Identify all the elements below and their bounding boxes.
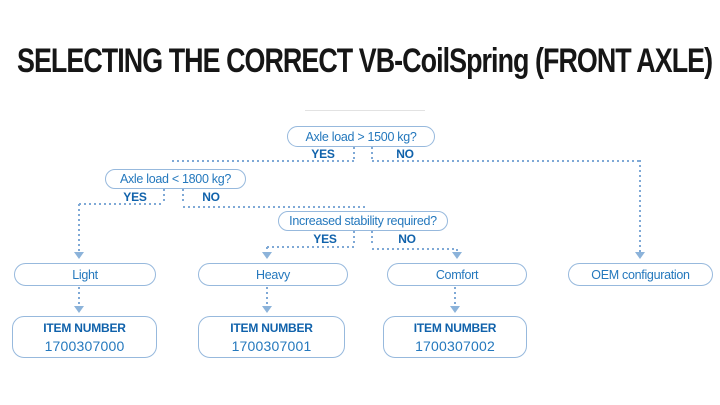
item-number-value: 1700307000 (44, 337, 125, 354)
connector-q1800-no-horizontal (183, 206, 366, 208)
arrow-down-icon (450, 306, 460, 313)
connector-to-oem-vertical (639, 160, 641, 252)
result-label: OEM configuration (591, 267, 690, 282)
question-increased-stability: Increased stability required? (278, 211, 448, 231)
connector-to-heavy-vertical (266, 247, 268, 252)
item-number-heading: ITEM NUMBER (43, 320, 126, 335)
q1500-no-label: NO (396, 147, 414, 161)
connector-comfort-to-item (454, 287, 456, 306)
qstab-yes-label: YES (313, 232, 337, 246)
item-number-heading: ITEM NUMBER (230, 320, 313, 335)
q1500-yes-label: YES (311, 147, 335, 161)
connector-to-light-vertical (78, 204, 80, 252)
arrow-down-icon (74, 306, 84, 313)
item-number-box-heavy: ITEM NUMBER 1700307001 (198, 316, 345, 358)
connector-q1500-yes-stub (353, 147, 355, 160)
connector-light-to-item (78, 287, 80, 306)
item-number-box-light: ITEM NUMBER 1700307000 (12, 316, 157, 358)
arrow-down-icon (262, 306, 272, 313)
item-number-value: 1700307002 (415, 337, 495, 354)
connector-heavy-to-item (266, 287, 268, 306)
question-axle-load-1500: Axle load > 1500 kg? (287, 126, 435, 147)
qstab-no-label: NO (398, 232, 416, 246)
arrow-down-icon (74, 252, 84, 259)
arrow-down-icon (452, 252, 462, 259)
item-number-value: 1700307001 (231, 337, 312, 354)
connector-q1800-yes-stub (163, 189, 165, 203)
page-title: SELECTING THE CORRECT VB-CoilSpring (FRO… (17, 42, 713, 80)
result-label: Light (72, 267, 98, 282)
question-axle-load-1800: Axle load < 1800 kg? (105, 169, 246, 189)
question-label: Axle load > 1500 kg? (305, 129, 417, 144)
connector-q1800-no-stub (182, 189, 184, 203)
connector-q1800-yes-horizontal (79, 203, 164, 205)
result-oem-configuration: OEM configuration (568, 263, 713, 286)
connector-qstab-no-horizontal (372, 248, 457, 250)
connector-q1500-no-stub (371, 147, 373, 160)
connector-q1500-no-horizontal (372, 160, 641, 162)
result-heavy: Heavy (198, 263, 348, 286)
result-comfort: Comfort (387, 263, 527, 286)
connector-qstab-yes-stub (353, 231, 355, 246)
faint-artifact-line (305, 110, 425, 111)
arrow-down-icon (262, 252, 272, 259)
item-number-heading: ITEM NUMBER (413, 320, 497, 335)
result-label: Comfort (435, 267, 479, 282)
connector-qstab-yes-horizontal (267, 246, 354, 248)
connector-qstab-no-stub (371, 231, 373, 246)
result-light: Light (14, 263, 156, 286)
arrow-down-icon (635, 252, 645, 259)
connector-q1500-yes-horizontal (172, 160, 354, 162)
question-label: Increased stability required? (289, 214, 437, 228)
result-label: Heavy (256, 267, 290, 282)
q1800-yes-label: YES (123, 190, 147, 204)
item-number-box-comfort: ITEM NUMBER 1700307002 (383, 316, 527, 358)
question-label: Axle load < 1800 kg? (119, 172, 232, 186)
q1800-no-label: NO (202, 190, 220, 204)
connector-to-comfort-vertical (456, 249, 458, 252)
